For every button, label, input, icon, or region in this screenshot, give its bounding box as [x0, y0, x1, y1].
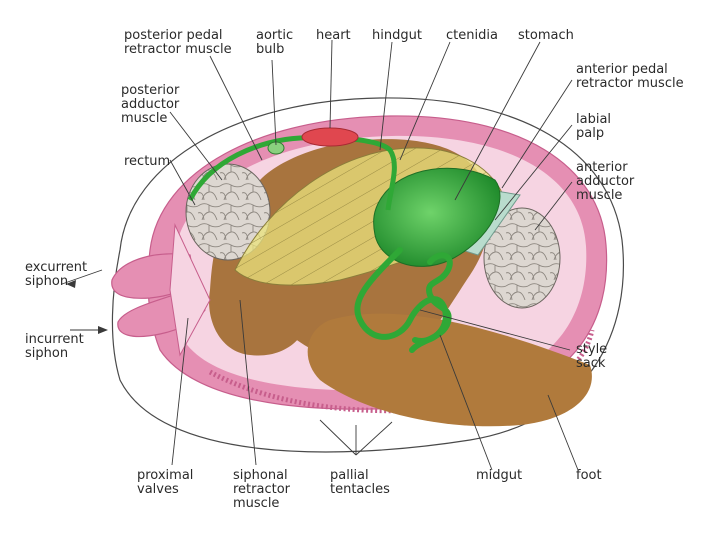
label-siphonal-retractor-muscle: siphonal retractor muscle: [233, 468, 291, 511]
label-excurrent-siphon: excurrent siphon: [25, 260, 88, 289]
label-anterior-pedal-retractor-muscle: anterior pedal retractor muscle: [576, 62, 684, 91]
stomach: [373, 167, 501, 267]
label-pallial-tentacles: pallial tentacles: [330, 468, 390, 497]
label-hindgut: hindgut: [372, 28, 422, 43]
foot: [307, 313, 592, 427]
label-incurrent-siphon: incurrent siphon: [25, 332, 84, 361]
heart: [301, 127, 359, 147]
label-posterior-adductor-muscle: posterior adductor muscle: [121, 83, 180, 126]
label-rectum: rectum: [124, 154, 171, 169]
label-ctenidia: ctenidia: [446, 28, 498, 43]
label-style-sack: style sack: [576, 342, 608, 371]
proximal-valves-shape: [169, 223, 211, 357]
label-foot: foot: [576, 468, 602, 483]
leader-lines: [61, 39, 579, 471]
anterior-adductor-muscle: [483, 207, 561, 309]
midgut-coils: [354, 247, 453, 353]
label-anterior-adductor-muscle: anterior adductor muscle: [576, 160, 635, 203]
label-aortic-bulb: aortic bulb: [256, 28, 294, 57]
label-heart: heart: [316, 28, 351, 43]
posterior-adductor-muscle: [185, 163, 271, 261]
label-midgut: midgut: [476, 468, 523, 483]
label-posterior-pedal-retractor-muscle: posterior pedal retractor muscle: [124, 28, 232, 57]
excurrent-arrow: [66, 280, 76, 288]
label-stomach: stomach: [518, 28, 574, 43]
label-proximal-valves: proximal valves: [137, 468, 194, 497]
shell-outline: [111, 97, 624, 453]
incurrent-arrow: [98, 326, 108, 334]
label-labial-palp: labial palp: [576, 112, 612, 141]
